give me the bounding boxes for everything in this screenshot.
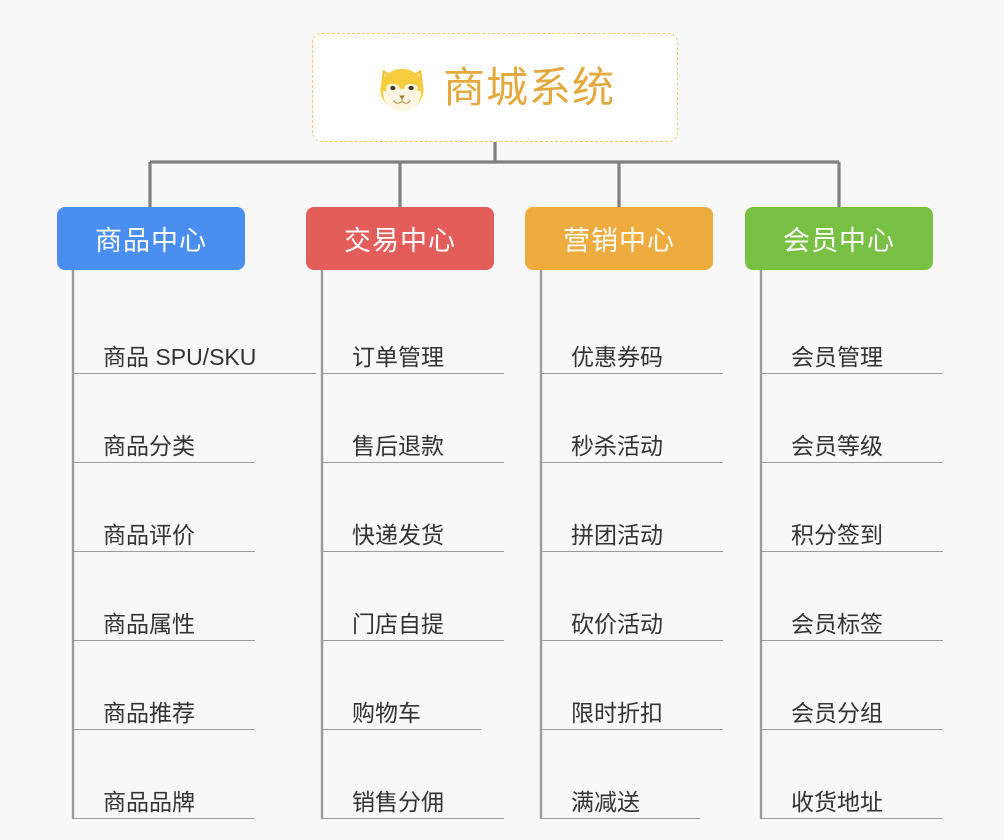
leaf-item[interactable]: 商品属性 xyxy=(57,552,255,641)
leaf-label: 购物车 xyxy=(352,699,421,726)
leaf-item[interactable]: 售后退款 xyxy=(306,374,504,463)
root-node[interactable]: 商城系统 xyxy=(312,33,678,142)
category-title-1: 交易中心 xyxy=(344,226,456,256)
leaf-label: 商品 SPU/SKU xyxy=(103,343,257,370)
leaf-item[interactable]: 秒杀活动 xyxy=(525,374,723,463)
category-title-3: 会员中心 xyxy=(783,226,895,256)
leaf-item[interactable]: 收货地址 xyxy=(745,730,943,819)
leaf-underline xyxy=(322,818,504,819)
leaf-item[interactable]: 快递发货 xyxy=(306,463,504,552)
leaf-underline xyxy=(541,729,723,730)
leaf-underline xyxy=(541,818,700,819)
leaf-item[interactable]: 商品品牌 xyxy=(57,730,255,819)
leaf-underline xyxy=(541,640,723,641)
leaf-item[interactable]: 会员分组 xyxy=(745,641,943,730)
leaf-label: 秒杀活动 xyxy=(571,432,663,459)
leaf-item[interactable]: 购物车 xyxy=(306,641,494,730)
leaf-underline xyxy=(322,462,504,463)
leaf-underline xyxy=(541,551,723,552)
leaf-label: 会员管理 xyxy=(791,343,883,370)
leaf-underline xyxy=(761,373,943,374)
leaf-item[interactable]: 商品推荐 xyxy=(57,641,255,730)
leaf-label: 收货地址 xyxy=(791,788,883,815)
leaf-item[interactable]: 订单管理 xyxy=(306,285,504,374)
leaf-item[interactable]: 优惠券码 xyxy=(525,285,723,374)
leaf-underline xyxy=(761,462,943,463)
leaf-item[interactable]: 限时折扣 xyxy=(525,641,723,730)
leaf-label: 优惠券码 xyxy=(571,343,663,370)
leaf-item[interactable]: 商品评价 xyxy=(57,463,255,552)
leaf-item[interactable]: 商品 SPU/SKU xyxy=(57,285,316,374)
category-title-0: 商品中心 xyxy=(95,226,207,256)
leaf-label: 商品品牌 xyxy=(103,788,195,815)
leaf-list-0: 商品 SPU/SKU 商品分类商品评价商品属性商品推荐商品品牌 xyxy=(57,285,316,819)
leaf-underline xyxy=(73,462,255,463)
leaf-underline xyxy=(761,729,943,730)
leaf-underline xyxy=(322,729,481,730)
leaf-underline xyxy=(541,462,723,463)
leaf-item[interactable]: 销售分佣 xyxy=(306,730,504,819)
category-header-3[interactable]: 会员中心 xyxy=(745,207,933,270)
leaf-label: 销售分佣 xyxy=(352,788,444,815)
leaf-label: 满减送 xyxy=(571,788,640,815)
leaf-label: 商品评价 xyxy=(103,521,195,548)
leaf-label: 商品分类 xyxy=(103,432,195,459)
leaf-label: 限时折扣 xyxy=(571,699,663,726)
category-column-1: 交易中心 订单管理售后退款快递发货门店自提购物车销售分佣 xyxy=(306,207,504,819)
category-column-3: 会员中心 会员管理会员等级积分签到会员标签会员分组收货地址 xyxy=(745,207,943,819)
leaf-item[interactable]: 积分签到 xyxy=(745,463,943,552)
leaf-underline xyxy=(322,373,504,374)
leaf-list-2: 优惠券码秒杀活动拼团活动砍价活动限时折扣满减送 xyxy=(525,285,723,819)
leaf-item[interactable]: 砍价活动 xyxy=(525,552,723,641)
leaf-list-3: 会员管理会员等级积分签到会员标签会员分组收货地址 xyxy=(745,285,943,819)
leaf-label: 订单管理 xyxy=(352,343,444,370)
leaf-underline xyxy=(73,818,255,819)
leaf-item[interactable]: 拼团活动 xyxy=(525,463,723,552)
leaf-underline xyxy=(541,373,723,374)
leaf-label: 会员等级 xyxy=(791,432,883,459)
leaf-underline xyxy=(322,551,504,552)
leaf-underline xyxy=(322,640,504,641)
shiba-dog-face-icon xyxy=(375,63,429,113)
leaf-underline xyxy=(73,551,255,552)
leaf-item[interactable]: 门店自提 xyxy=(306,552,504,641)
leaf-label: 商品属性 xyxy=(103,610,195,637)
leaf-underline xyxy=(761,640,943,641)
leaf-list-1: 订单管理售后退款快递发货门店自提购物车销售分佣 xyxy=(306,285,504,819)
leaf-item[interactable]: 会员标签 xyxy=(745,552,943,641)
category-header-2[interactable]: 营销中心 xyxy=(525,207,713,270)
category-column-0: 商品中心 商品 SPU/SKU 商品分类商品评价商品属性商品推荐商品品牌 xyxy=(57,207,316,819)
leaf-label: 砍价活动 xyxy=(571,610,663,637)
leaf-underline xyxy=(761,551,943,552)
category-header-1[interactable]: 交易中心 xyxy=(306,207,494,270)
leaf-label: 会员分组 xyxy=(791,699,883,726)
leaf-label: 快递发货 xyxy=(352,521,444,548)
leaf-item[interactable]: 满减送 xyxy=(525,730,713,819)
leaf-item[interactable]: 会员管理 xyxy=(745,285,943,374)
leaf-underline xyxy=(761,818,943,819)
leaf-item[interactable]: 会员等级 xyxy=(745,374,943,463)
category-title-2: 营销中心 xyxy=(563,226,675,256)
leaf-label: 售后退款 xyxy=(352,432,444,459)
leaf-label: 拼团活动 xyxy=(571,521,663,548)
leaf-label: 积分签到 xyxy=(791,521,883,548)
leaf-underline xyxy=(73,729,255,730)
leaf-underline xyxy=(73,373,316,374)
leaf-label: 会员标签 xyxy=(791,610,883,637)
category-column-2: 营销中心 优惠券码秒杀活动拼团活动砍价活动限时折扣满减送 xyxy=(525,207,723,819)
category-header-0[interactable]: 商品中心 xyxy=(57,207,245,270)
leaf-underline xyxy=(73,640,255,641)
root-title: 商城系统 xyxy=(442,63,615,111)
leaf-item[interactable]: 商品分类 xyxy=(57,374,255,463)
leaf-label: 商品推荐 xyxy=(103,699,195,726)
leaf-label: 门店自提 xyxy=(352,610,444,637)
